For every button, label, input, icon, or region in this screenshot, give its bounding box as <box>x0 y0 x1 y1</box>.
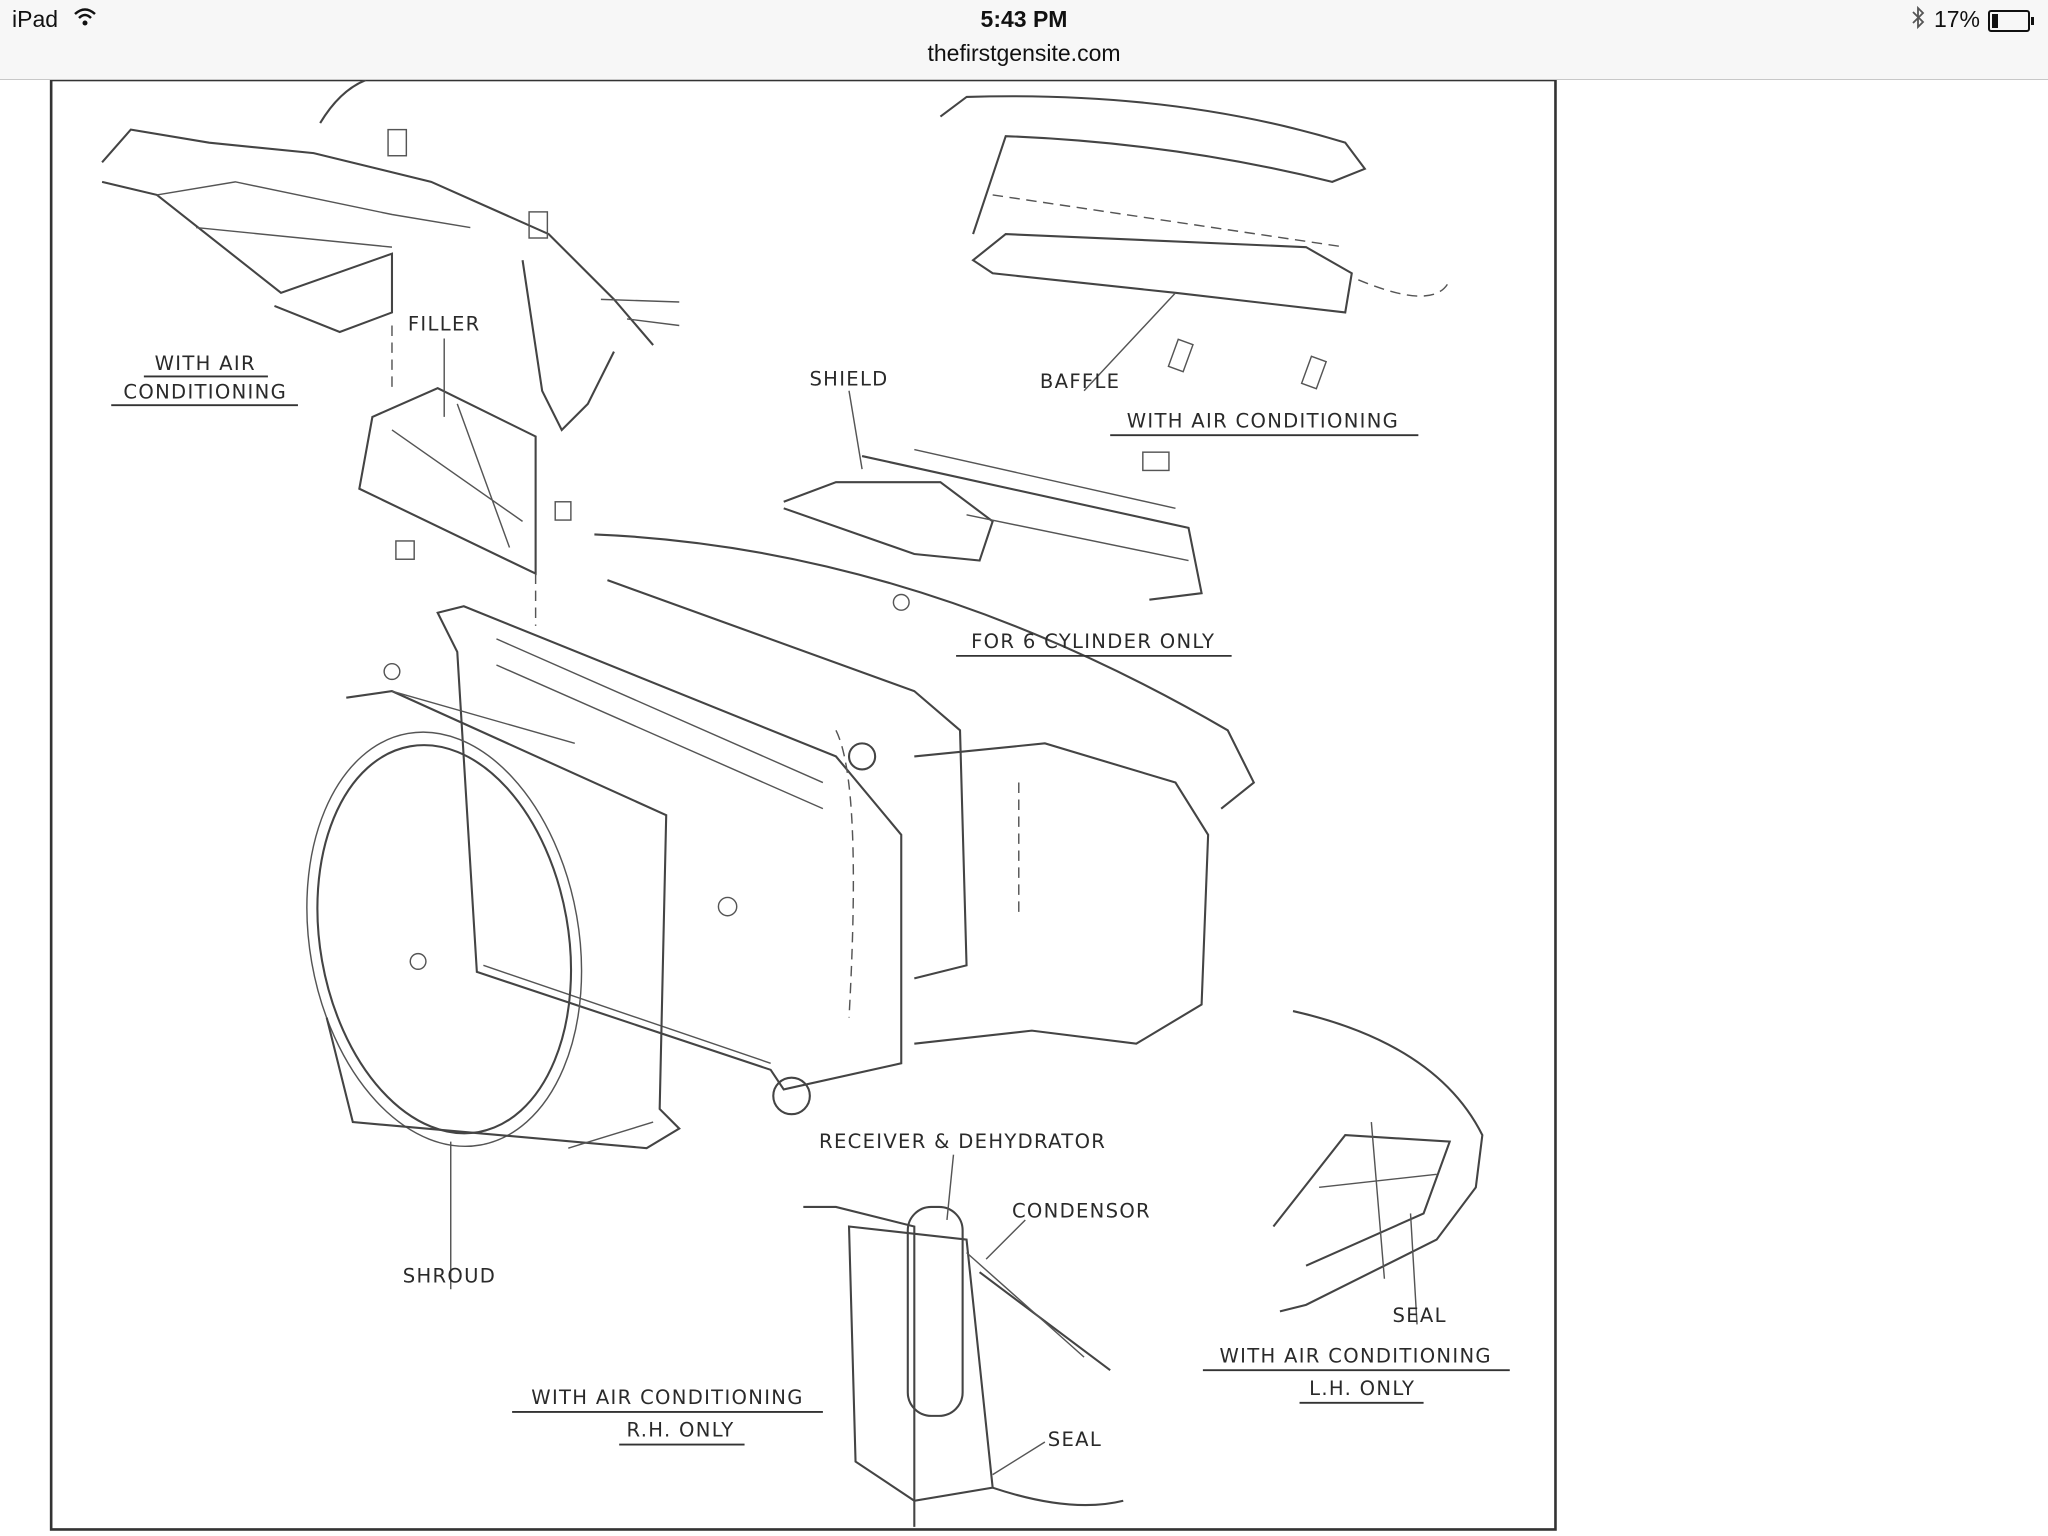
clock: 5:43 PM <box>980 6 1068 32</box>
label-seal-lh: SEAL <box>1393 1304 1447 1327</box>
labels: WITH AIR CONDITIONING FILLER SHIELD BAFF… <box>111 313 1510 1451</box>
label-seal-rh: SEAL <box>1048 1428 1102 1451</box>
diagram-frame <box>49 80 1557 1531</box>
radiator-drawing <box>436 533 1256 1116</box>
radiator-shroud-diagram: WITH AIR CONDITIONING FILLER SHIELD BAFF… <box>49 80 1557 1531</box>
label-with-ac-top-left-2: CONDITIONING <box>123 381 287 404</box>
top-left-duct-drawing <box>101 80 680 432</box>
battery-fill <box>1992 14 1998 28</box>
label-baffle: BAFFLE <box>1040 370 1120 393</box>
label-with-ac-rh-2: R.H. ONLY <box>627 1419 735 1442</box>
label-shroud: SHROUD <box>403 1265 496 1288</box>
status-bar: iPad 5:43 PM thefirstgensite.com 17% <box>0 0 2048 80</box>
label-receiver-dehydrator: RECEIVER & DEHYDRATOR <box>819 1130 1106 1153</box>
label-with-ac-top-left-1: WITH AIR <box>155 352 256 375</box>
label-condensor: CONDENSOR <box>1012 1199 1151 1222</box>
label-shield: SHIELD <box>809 368 888 391</box>
label-6-cylinder: FOR 6 CYLINDER ONLY <box>971 630 1215 653</box>
label-filler: FILLER <box>408 313 481 336</box>
label-with-ac-rh-1: WITH AIR CONDITIONING <box>531 1386 803 1409</box>
lh-seal-inset <box>1272 1010 1484 1313</box>
label-with-ac-lh-1: WITH AIR CONDITIONING <box>1219 1344 1491 1367</box>
bluetooth-icon <box>1910 5 1926 37</box>
leader-lines <box>443 292 1418 1476</box>
battery-percent: 17% <box>1933 6 1980 32</box>
address-bar-url[interactable]: thefirstgensite.com <box>927 40 1121 66</box>
label-with-ac-top-right: WITH AIR CONDITIONING <box>1127 409 1399 432</box>
shield-drawing <box>783 448 1203 601</box>
web-page[interactable]: WITH AIR CONDITIONING FILLER SHIELD BAFF… <box>0 80 2048 1536</box>
baffle-drawing <box>939 95 1451 390</box>
label-with-ac-lh-2: L.H. ONLY <box>1309 1377 1415 1400</box>
rh-condenser-inset <box>803 1205 1124 1527</box>
shroud-drawing <box>306 662 681 1150</box>
filler-drawing <box>358 325 572 626</box>
device-name: iPad <box>12 6 59 32</box>
battery-icon <box>1988 10 2034 32</box>
wifi-icon <box>72 4 98 36</box>
